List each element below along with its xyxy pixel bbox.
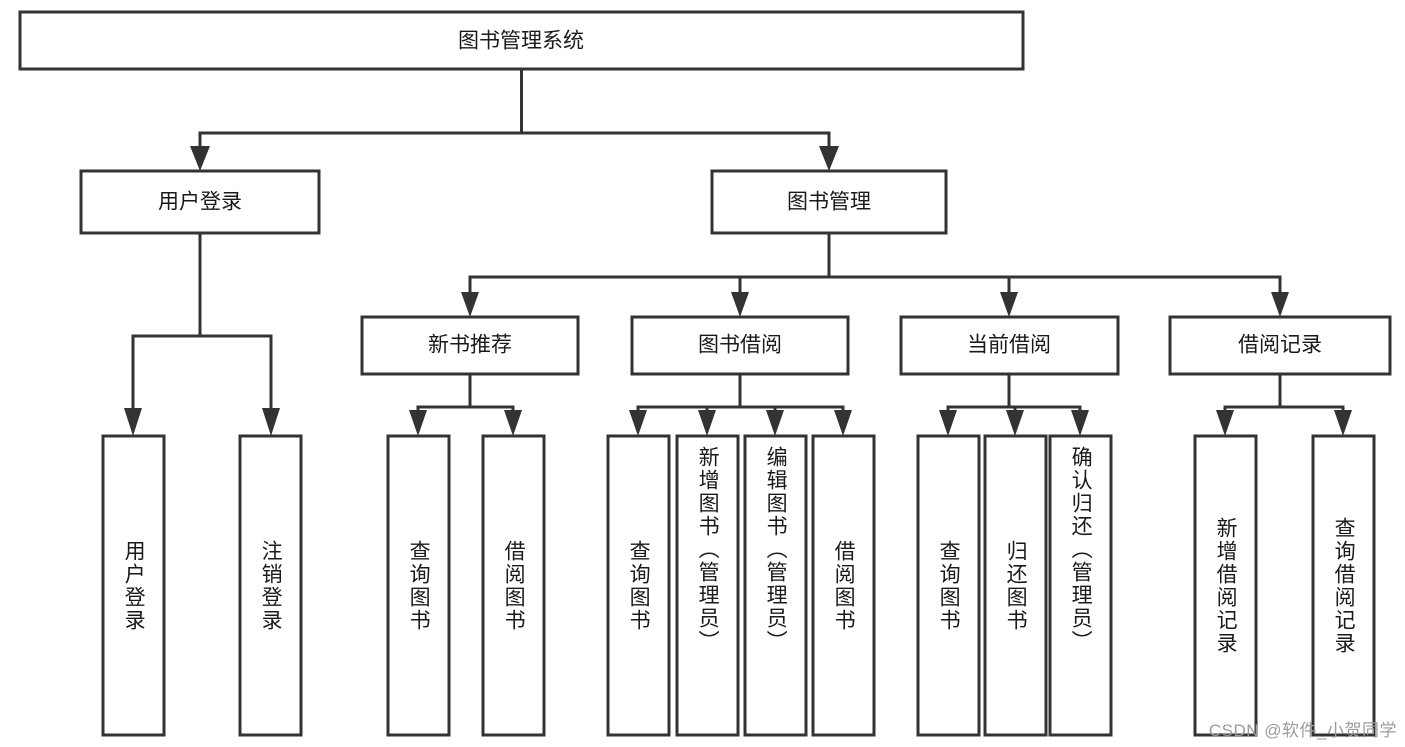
node-book-manage-label: 图书管理 [787, 191, 871, 214]
node-borrow-record-box[interactable] [1168, 315, 1392, 376]
node-new-book-recommend-label: 新书推荐 [428, 334, 512, 357]
arrow-to-new-book-recommend [461, 292, 479, 317]
node-borrow-record[interactable]: 借阅记录 [1168, 315, 1392, 376]
leaf-box-return-book[interactable] [983, 434, 1048, 737]
node-borrow-record-label: 借阅记录 [1238, 334, 1322, 357]
node-book-manage-box[interactable] [710, 169, 948, 235]
arrow-leaf-borrow-book-rec [504, 410, 522, 436]
arrow-leaf-return-book [1006, 410, 1024, 436]
leaf-box-user-login[interactable] [101, 434, 166, 737]
leaf-box-query-book-borrow[interactable] [606, 434, 671, 737]
node-book-borrow-label: 图书借阅 [698, 334, 782, 357]
node-book-manage[interactable]: 图书管理 [710, 169, 948, 235]
arrow-leaf-edit-book-admin [766, 410, 784, 436]
arrow-leaf-borrow-book [834, 410, 852, 436]
arrow-to-current-borrow [1000, 292, 1018, 317]
node-new-book-recommend-box[interactable] [360, 315, 580, 376]
node-user-login-label: 用户登录 [158, 191, 242, 214]
leaf-box-confirm-return-admin[interactable] [1048, 434, 1113, 737]
arrow-leaf-user-logout [262, 408, 280, 436]
node-new-book-recommend[interactable]: 新书推荐 [360, 315, 580, 376]
leaf-box-edit-book-admin[interactable] [743, 434, 808, 737]
node-current-borrow-label: 当前借阅 [967, 334, 1051, 357]
node-user-login[interactable]: 用户登录 [79, 169, 321, 235]
node-book-borrow-box[interactable] [630, 315, 850, 376]
node-book-borrow[interactable]: 图书借阅 [630, 315, 850, 376]
csdn-watermark: CSDN @软件_小贺同学 [1208, 721, 1397, 740]
arrow-leaf-query-borrow-record [1334, 410, 1352, 436]
node-root-label: 图书管理系统 [458, 30, 584, 53]
arrow-leaf-confirm-return-admin [1071, 410, 1089, 436]
leaf-box-user-logout[interactable] [238, 434, 303, 737]
node-current-borrow-box[interactable] [899, 315, 1120, 376]
arrow-leaf-query-book-borrow [629, 410, 647, 436]
node-root[interactable]: 图书管理系统 [18, 10, 1025, 71]
arrow-leaf-query-book-current [939, 410, 957, 436]
leaf-box-borrow-book[interactable] [811, 434, 876, 737]
leaf-box-query-book-rec[interactable] [386, 434, 451, 737]
leaves-layer [101, 434, 1376, 737]
arrow-leaf-add-borrow-record [1216, 410, 1234, 436]
arrow-to-borrow-record [1271, 292, 1289, 317]
leaf-box-borrow-book-rec[interactable] [481, 434, 546, 737]
leaf-box-add-book-admin[interactable] [675, 434, 740, 737]
edges-layer [124, 67, 1352, 436]
arrow-to-book-borrow [731, 292, 749, 317]
arrow-leaf-user-login [124, 408, 142, 436]
arrow-to-user-login [190, 146, 210, 171]
leaf-box-query-borrow-record[interactable] [1311, 434, 1376, 737]
arrow-leaf-query-book-rec [409, 410, 427, 436]
leaf-box-add-borrow-record[interactable] [1193, 434, 1258, 737]
arrow-leaf-add-book-admin [698, 410, 716, 436]
node-user-login-box[interactable] [79, 169, 321, 235]
node-root-box[interactable] [18, 10, 1025, 71]
arrow-to-book-manage [819, 146, 839, 171]
node-current-borrow[interactable]: 当前借阅 [899, 315, 1120, 376]
leaf-box-query-book-current[interactable] [916, 434, 981, 737]
